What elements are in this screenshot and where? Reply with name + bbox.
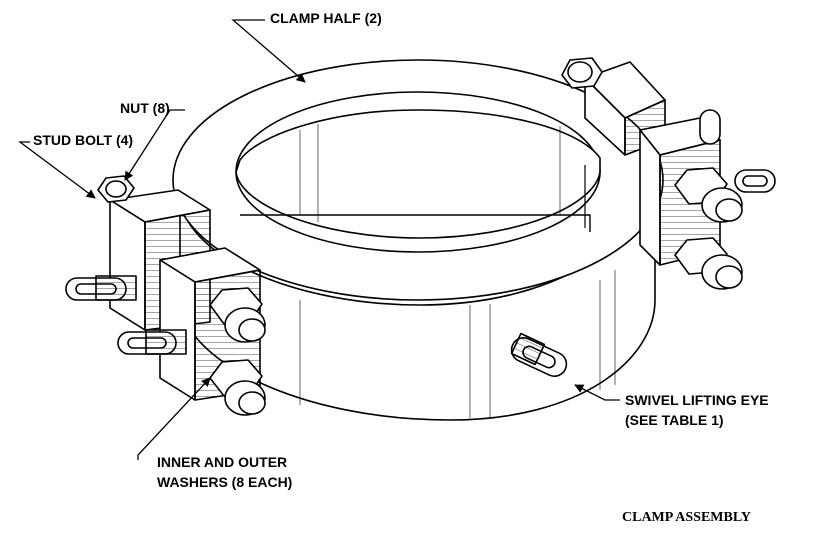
clamp-ring-top — [172, 59, 664, 301]
nut-right-2 — [674, 237, 743, 290]
leader-clamp-half — [231, 19, 306, 83]
label-clamp-half: CLAMP HALF (2) — [270, 10, 382, 26]
figure-caption: CLAMP ASSEMBLY — [622, 510, 752, 525]
label-swivel-lifting-eye: SWIVEL LIFTING EYE — [625, 392, 769, 408]
label-inner-outer: INNER AND OUTER — [157, 454, 288, 470]
label-washers: WASHERS (8 EACH) — [157, 474, 293, 490]
leader-swivel — [574, 384, 620, 401]
swivel-eye-left-upper — [65, 275, 137, 301]
nut-front-2 — [209, 359, 266, 416]
leader-nut — [124, 109, 185, 181]
label-nut: NUT (8) — [120, 100, 170, 116]
swivel-eye-right-upper — [699, 109, 721, 145]
right-flange-upper — [584, 61, 666, 156]
nut-right-1 — [674, 167, 743, 223]
swivel-eye-left-lower — [117, 329, 187, 355]
swivel-eye-front — [510, 332, 568, 377]
label-see-table: (SEE TABLE 1) — [625, 412, 724, 428]
swivel-eye-right-lower — [734, 169, 776, 193]
leader-washers — [137, 377, 211, 460]
nut-right-top — [561, 57, 603, 89]
label-stud-bolt: STUD BOLT (4) — [33, 132, 134, 148]
nut-left-top — [97, 175, 135, 203]
leader-stud-bolt — [18, 141, 96, 199]
nut-front-1 — [209, 287, 266, 343]
